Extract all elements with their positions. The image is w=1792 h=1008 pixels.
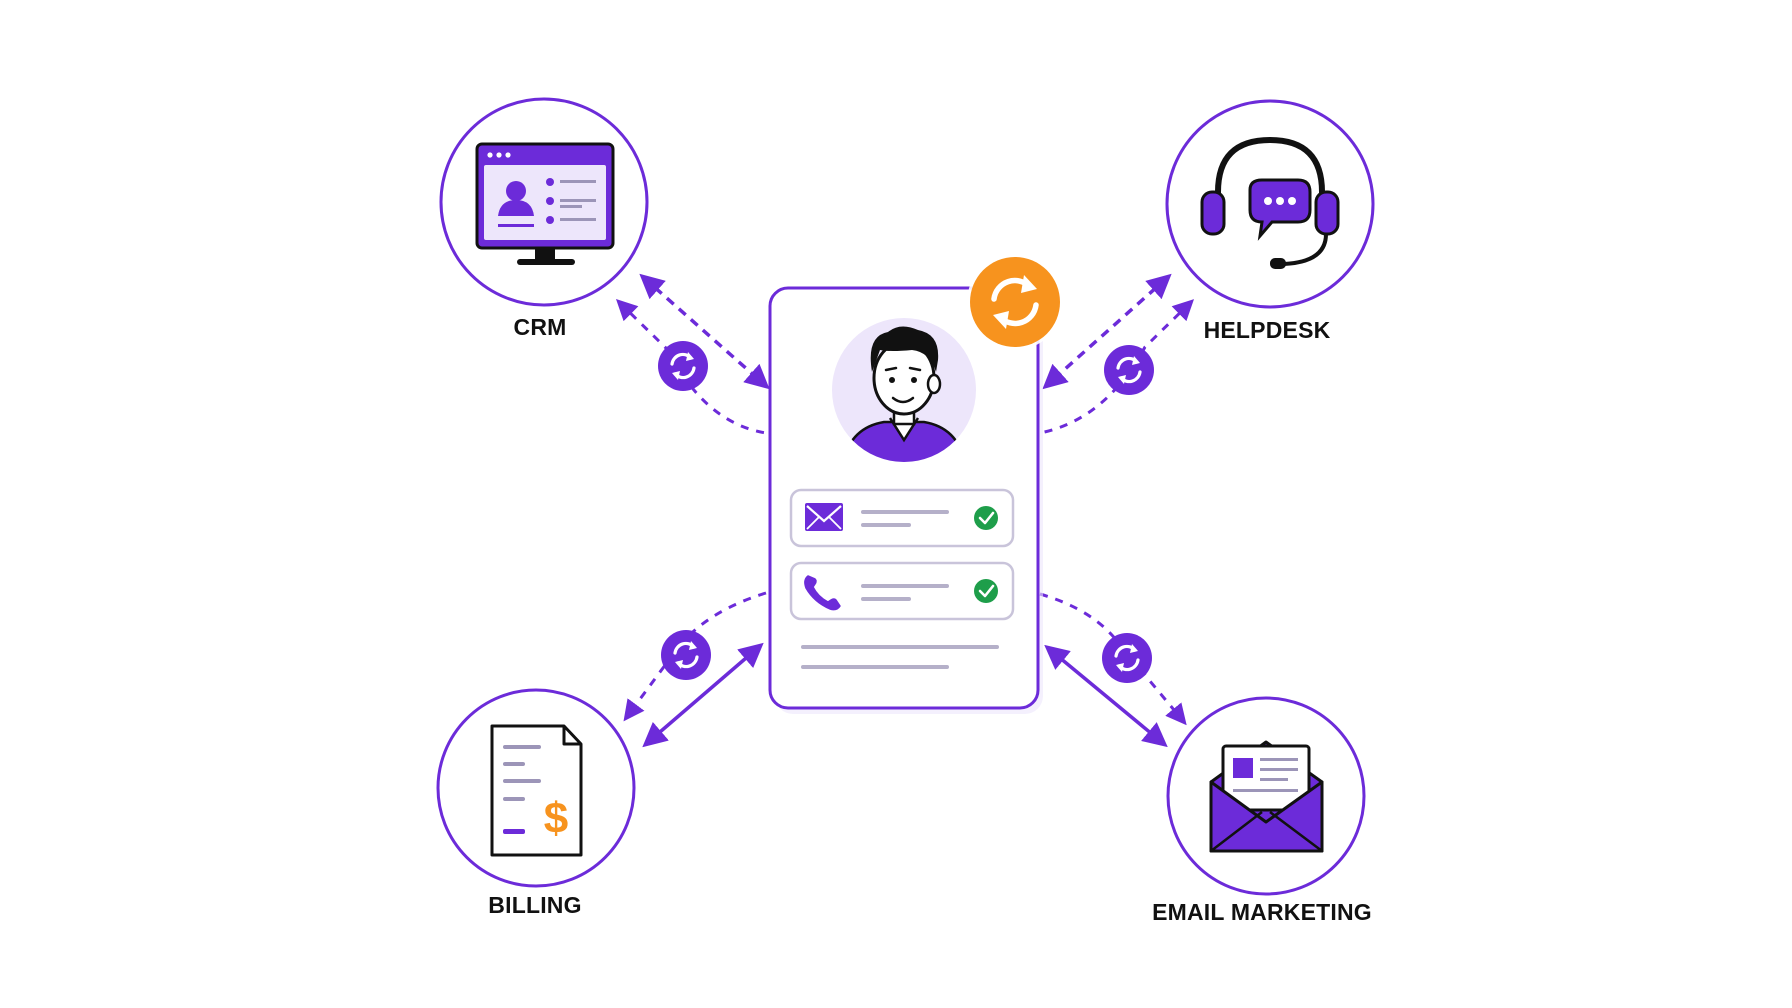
customer-profile-card (768, 286, 1043, 714)
svg-text:$: $ (544, 794, 568, 843)
check-icon (974, 506, 998, 530)
helpdesk-node (1165, 99, 1375, 309)
phone-icon (804, 575, 841, 611)
headset-icon (1200, 136, 1340, 269)
crm-monitor-icon (475, 142, 615, 265)
email-marketing-label: EMAIL MARKETING (1152, 899, 1372, 925)
mail-icon (805, 503, 843, 531)
crm-node (439, 97, 649, 307)
sync-icon (661, 630, 711, 680)
crm-label: CRM (513, 314, 567, 340)
helpdesk-label: HELPDESK (1203, 317, 1331, 343)
phone-row (789, 561, 1015, 621)
envelope-newsletter-icon (1209, 740, 1324, 853)
email-row (789, 488, 1015, 548)
connector-email-marketing (1039, 592, 1187, 748)
invoice-icon: $ (490, 724, 583, 857)
connector-helpdesk (1039, 273, 1195, 435)
billing-label: BILLING (488, 892, 582, 918)
sync-icon (1102, 633, 1152, 683)
sync-icon (658, 341, 708, 391)
check-icon (974, 579, 998, 603)
sync-icon (1104, 345, 1154, 395)
billing-node: $ (436, 688, 636, 888)
email-marketing-node (1166, 696, 1366, 896)
sync-icon (967, 254, 1063, 350)
connector-crm (615, 273, 770, 435)
